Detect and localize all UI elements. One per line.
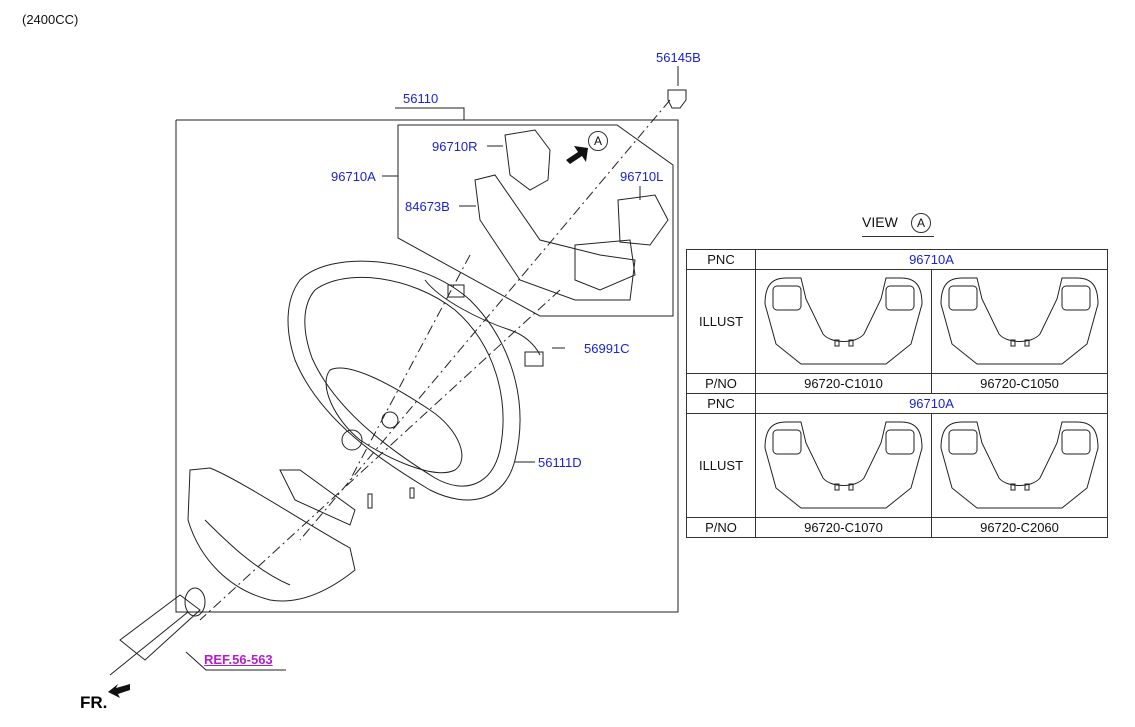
switch-bezel-illustration <box>764 277 923 364</box>
illust-label: ILLUST <box>686 413 756 518</box>
switch-bezel-illustration <box>764 421 923 508</box>
pnc-label: PNC <box>686 249 756 270</box>
part-label-96710R[interactable]: 96710R <box>432 139 478 154</box>
reference-link[interactable]: REF.56-563 <box>204 652 273 667</box>
illust-label: ILLUST <box>686 269 756 374</box>
front-indicator-label: FR. <box>80 693 108 712</box>
part-label-96710L[interactable]: 96710L <box>620 169 664 184</box>
view-a-marker: A <box>588 131 608 151</box>
switch-bezel-illustration <box>940 421 1099 508</box>
part-label-96710A[interactable]: 96710A <box>331 169 376 184</box>
part-number[interactable]: 96720-C1070 <box>755 517 932 538</box>
view-marker-circle: A <box>911 213 931 233</box>
part-label-84673B[interactable]: 84673B <box>405 199 450 214</box>
part-label-56110[interactable]: 56110 <box>403 91 439 106</box>
bolt-56145B <box>667 89 687 109</box>
illust-cell <box>931 269 1108 374</box>
lower-cover <box>187 467 356 602</box>
pno-label: P/NO <box>686 373 756 394</box>
pnc-label: PNC <box>686 393 756 414</box>
part-number[interactable]: 96720-C1050 <box>931 373 1108 394</box>
part-number[interactable]: 96720-C2060 <box>931 517 1108 538</box>
illust-cell <box>931 413 1108 518</box>
switch-callout-box <box>397 124 674 317</box>
switch-bezel-illustration <box>940 277 1099 364</box>
steering-wheel-hub <box>325 367 463 474</box>
front-arrow <box>108 684 130 698</box>
view-title-underline <box>862 236 934 237</box>
pnc-value[interactable]: 96710A <box>755 393 1108 414</box>
steering-column <box>119 594 201 661</box>
switch-96710L <box>617 194 669 246</box>
parts-table: PNC 96710A ILLUST <box>686 249 1108 538</box>
assembly-outline <box>175 119 679 613</box>
harness-56991C <box>424 279 541 356</box>
view-direction-arrow <box>566 146 588 164</box>
steering-wheel-rim <box>287 260 521 501</box>
part-label-56111D[interactable]: 56111D <box>538 455 582 470</box>
part-number[interactable]: 96720-C1010 <box>755 373 932 394</box>
part-label-56145B[interactable]: 56145B <box>656 50 701 65</box>
illust-cell <box>755 269 932 374</box>
bracket-84673B <box>474 174 636 301</box>
pnc-value[interactable]: 96710A <box>755 249 1108 270</box>
pno-label: P/NO <box>686 517 756 538</box>
part-label-56991C[interactable]: 56991C <box>584 341 630 356</box>
view-title: VIEW <box>862 214 898 230</box>
illust-cell <box>755 413 932 518</box>
engine-spec: (2400CC) <box>22 12 79 27</box>
switch-96710R <box>504 129 551 191</box>
